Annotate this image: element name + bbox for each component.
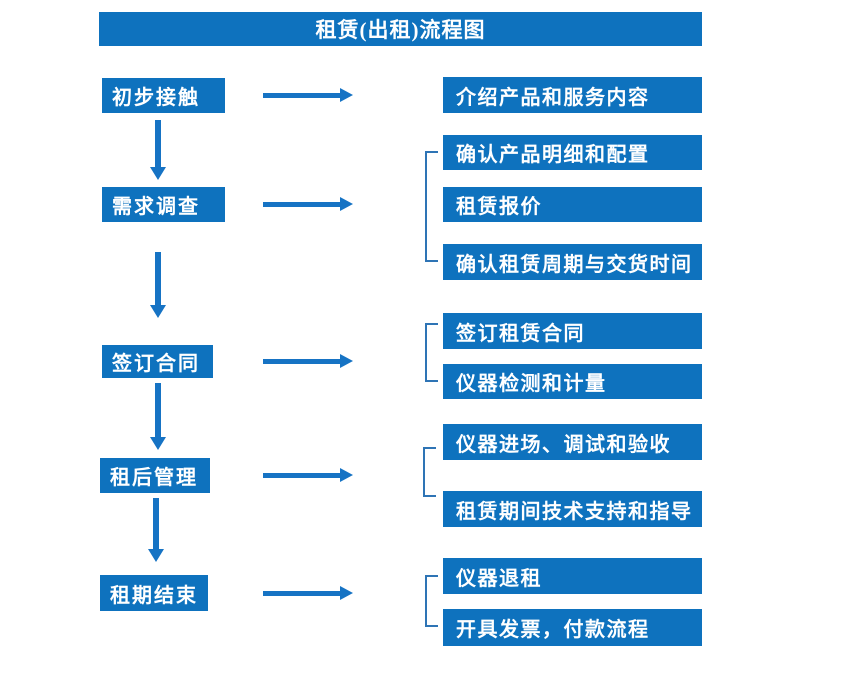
- arrow-shaft: [263, 93, 340, 98]
- diagram-title: 租赁(出租)流程图: [99, 12, 702, 46]
- arrow-head: [340, 197, 353, 211]
- detail-box-instrument-return: 仪器退租: [443, 558, 702, 594]
- detail-box-invoice-payment: 开具发票，付款流程: [443, 609, 702, 646]
- stage-box-lease-end: 租期结束: [100, 575, 208, 611]
- detail-box-instrument-testing: 仪器检测和计量: [443, 364, 702, 399]
- arrow-head: [148, 549, 164, 562]
- arrow-shaft: [155, 383, 161, 438]
- group-bracket: [425, 323, 438, 382]
- arrow-down-icon: [150, 383, 166, 450]
- arrow-shaft: [263, 359, 340, 364]
- stage-box-demand-survey: 需求调查: [102, 187, 225, 222]
- arrow-shaft: [263, 473, 340, 478]
- detail-box-introduce-products: 介绍产品和服务内容: [443, 77, 702, 113]
- arrow-head: [340, 468, 353, 482]
- arrow-head: [150, 305, 166, 318]
- arrow-head: [340, 586, 353, 600]
- stage-box-initial-contact: 初步接触: [102, 78, 225, 113]
- group-bracket: [423, 447, 436, 497]
- detail-box-instrument-setup-acceptance: 仪器进场、调试和验收: [443, 424, 702, 460]
- group-bracket: [425, 151, 438, 262]
- arrow-head: [150, 437, 166, 450]
- arrow-down-icon: [148, 498, 164, 562]
- arrow-down-icon: [150, 120, 166, 180]
- group-bracket: [425, 575, 438, 627]
- arrow-head: [150, 167, 166, 180]
- arrow-right-icon: [263, 197, 353, 211]
- arrow-down-icon: [150, 252, 166, 318]
- detail-box-confirm-period-delivery: 确认租赁周期与交货时间: [443, 244, 702, 280]
- arrow-right-icon: [263, 468, 353, 482]
- detail-box-rental-quote: 租赁报价: [443, 187, 702, 222]
- arrow-head: [340, 88, 353, 102]
- arrow-shaft: [155, 120, 161, 168]
- detail-box-confirm-product-config: 确认产品明细和配置: [443, 135, 702, 170]
- detail-box-sign-rental-contract: 签订租赁合同: [443, 313, 702, 349]
- stage-box-sign-contract: 签订合同: [102, 345, 213, 378]
- arrow-head: [340, 354, 353, 368]
- stage-box-post-rental-management: 租后管理: [100, 458, 210, 493]
- detail-box-technical-support: 租赁期间技术支持和指导: [443, 491, 702, 527]
- arrow-right-icon: [263, 586, 353, 600]
- arrow-right-icon: [263, 88, 353, 102]
- arrow-shaft: [153, 498, 159, 550]
- arrow-shaft: [263, 202, 340, 207]
- arrow-shaft: [155, 252, 161, 306]
- arrow-right-icon: [263, 354, 353, 368]
- arrow-shaft: [263, 591, 340, 596]
